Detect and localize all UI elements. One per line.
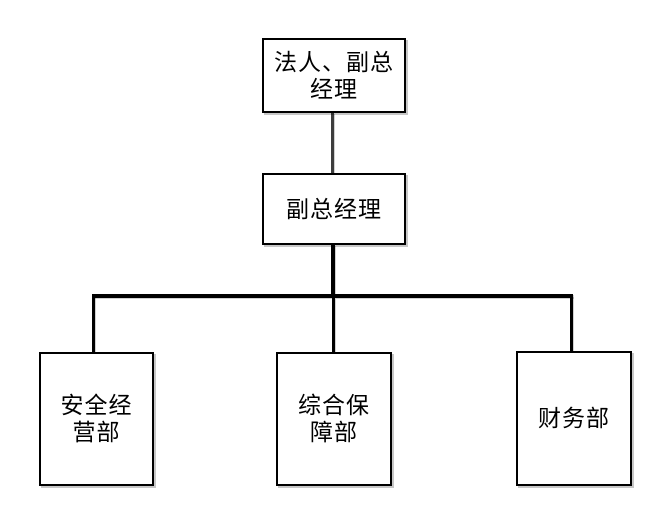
org-node-general-support-dept: 综合保 障部 <box>276 352 392 486</box>
org-node-safety-operations-dept: 安全经 营部 <box>39 352 154 486</box>
org-node-label-legal-and-deputy-gm: 法人、副总 经理 <box>274 48 394 102</box>
org-node-label-general-support-dept: 综合保 障部 <box>298 392 370 445</box>
connector-bus-to-safety-dept <box>92 296 95 352</box>
org-node-label-finance-dept: 财务部 <box>538 405 610 431</box>
connector-deputy-gm-to-bus <box>331 245 335 296</box>
org-node-label-deputy-gm: 副总经理 <box>286 195 382 222</box>
connector-horizontal-bus <box>92 294 573 298</box>
connector-bus-to-support-dept <box>332 298 335 352</box>
org-node-label-safety-operations-dept: 安全经 营部 <box>60 392 133 445</box>
org-node-deputy-gm: 副总经理 <box>262 173 406 245</box>
connector-top-to-deputy-gm <box>331 113 334 173</box>
connector-bus-to-finance-dept <box>570 296 573 351</box>
org-node-legal-and-deputy-gm: 法人、副总 经理 <box>262 38 406 113</box>
org-node-finance-dept: 财务部 <box>516 351 632 486</box>
